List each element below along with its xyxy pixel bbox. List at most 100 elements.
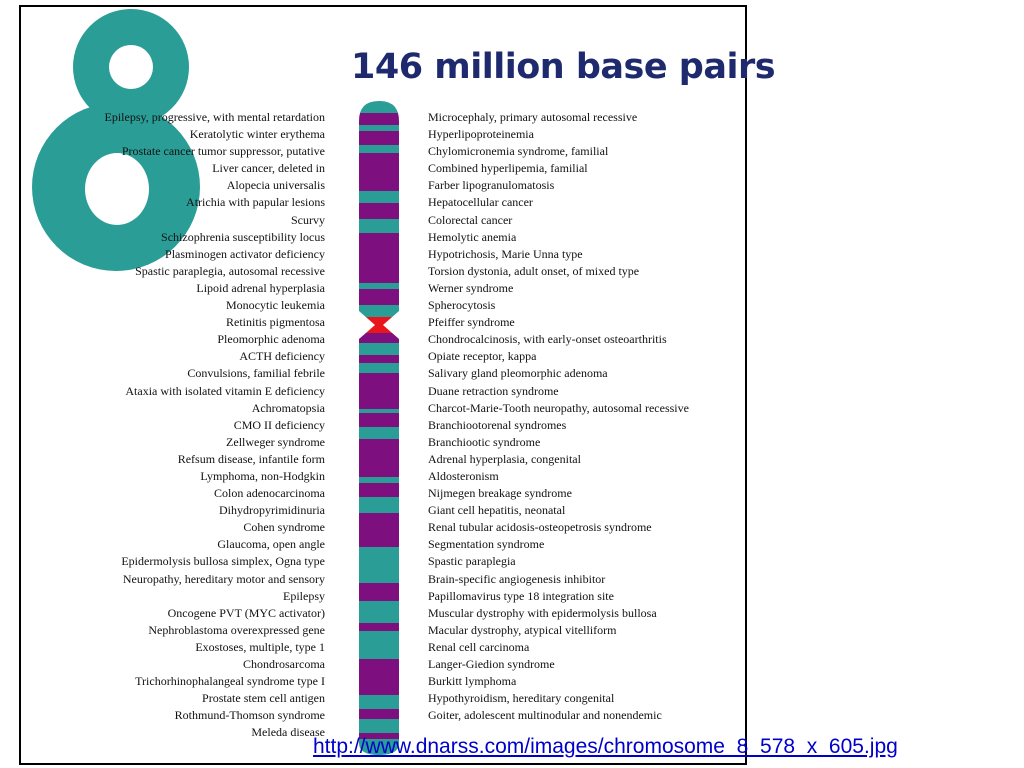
- chromosome-ideogram: [359, 101, 399, 755]
- left-gene-label: Scurvy: [291, 212, 325, 227]
- right-gene-label: Hemolytic anemia: [428, 229, 517, 244]
- left-gene-label: Prostate stem cell antigen: [202, 691, 325, 706]
- chromosome-band: [359, 219, 399, 233]
- left-gene-label: CMO II deficiency: [233, 417, 325, 432]
- left-gene-label: Epilepsy: [283, 588, 325, 603]
- right-gene-label: Giant cell hepatitis, neonatal: [428, 503, 566, 518]
- left-gene-label: Lymphoma, non-Hodgkin: [200, 468, 325, 483]
- chromosome-band: [359, 623, 399, 631]
- right-gene-label: Goiter, adolescent multinodular and none…: [428, 708, 662, 723]
- right-gene-label: Hepatocellular cancer: [428, 195, 533, 210]
- chromosome-band: [359, 333, 399, 343]
- left-gene-label: Rothmund-Thomson syndrome: [174, 708, 325, 723]
- chromosome-band: [359, 739, 399, 755]
- centromere-band: [359, 317, 399, 333]
- chromosome-band: [359, 305, 399, 317]
- chromosome-band: [359, 483, 399, 497]
- chromosome-band: [359, 153, 399, 191]
- chromosome-band: [359, 513, 399, 547]
- left-gene-label: Prostate cancer tumor suppressor, putati…: [121, 144, 325, 159]
- right-gene-label: Adrenal hyperplasia, congenital: [428, 451, 581, 466]
- right-gene-label: Renal tubular acidosis-osteopetrosis syn…: [428, 520, 652, 535]
- left-gene-label: Refsum disease, infantile form: [177, 451, 325, 466]
- chromosome-band: [359, 413, 399, 427]
- chromosome-band: [359, 601, 399, 623]
- right-gene-label: Werner syndrome: [428, 280, 514, 295]
- right-gene-label: Hypothyroidism, hereditary congenital: [428, 691, 615, 706]
- page-title: 146 million base pairs: [351, 47, 776, 87]
- number-eight-graphic: 8: [32, 9, 200, 271]
- right-gene-list: Microcephaly, primary autosomal recessiv…: [428, 109, 689, 724]
- left-gene-label: Epidermolysis bullosa simplex, Ogna type: [121, 554, 325, 569]
- right-gene-label: Spastic paraplegia: [428, 554, 516, 569]
- chromosome-band: [359, 203, 399, 219]
- chromosome-band: [359, 145, 399, 153]
- chromosome-band: [359, 427, 399, 439]
- right-gene-label: Salivary gland pleomorphic adenoma: [428, 366, 608, 381]
- left-gene-label: Epilepsy, progressive, with mental retar…: [104, 110, 326, 124]
- left-gene-label: Trichorhinophalangeal syndrome type I: [135, 674, 325, 689]
- left-gene-label: Achromatopsia: [251, 400, 325, 415]
- chromosome-band: [359, 289, 399, 305]
- right-gene-label: Branchiootic syndrome: [428, 434, 541, 449]
- left-gene-label: Neuropathy, hereditary motor and sensory: [122, 571, 325, 586]
- left-gene-label: Convulsions, familial febrile: [187, 366, 325, 381]
- chromosome-band: [359, 233, 399, 283]
- left-gene-label: Lipoid adrenal hyperplasia: [196, 280, 325, 295]
- left-gene-label: Alopecia universalis: [226, 178, 325, 193]
- chromosome-band: [359, 709, 399, 719]
- chromosome-band: [359, 283, 399, 289]
- left-gene-label: Glaucoma, open angle: [217, 537, 325, 552]
- chromosome-band: [359, 125, 399, 131]
- right-gene-label: Nijmegen breakage syndrome: [428, 486, 572, 501]
- chromosome-band: [359, 113, 399, 125]
- right-gene-label: Farber lipogranulomatosis: [428, 178, 555, 193]
- right-gene-label: Opiate receptor, kappa: [428, 349, 537, 364]
- left-gene-label: Cohen syndrome: [243, 520, 325, 535]
- source-url-link[interactable]: http://www.dnarss.com/images/chromosome_…: [313, 735, 898, 758]
- chromosome-band: [359, 191, 399, 203]
- right-gene-label: Papillomavirus type 18 integration site: [428, 588, 614, 603]
- left-gene-label: Zellweger syndrome: [226, 434, 325, 449]
- chromosome-band: [359, 355, 399, 363]
- chromosome-band: [359, 719, 399, 733]
- right-gene-label: Charcot-Marie-Tooth neuropathy, autosoma…: [428, 400, 689, 415]
- left-gene-label: Pleomorphic adenoma: [217, 332, 325, 347]
- chromosome-figure: 8 146 million base pairs Epilepsy, progr…: [19, 5, 776, 765]
- right-gene-label: Hypotrichosis, Marie Unna type: [428, 246, 583, 261]
- left-gene-label: Spastic paraplegia, autosomal recessive: [135, 263, 325, 278]
- chromosome-band: [359, 363, 399, 373]
- left-gene-label: Ataxia with isolated vitamin E deficienc…: [125, 383, 325, 398]
- right-gene-label: Chylomicronemia syndrome, familial: [428, 144, 609, 159]
- chromosome-band: [359, 695, 399, 709]
- right-gene-label: Colorectal cancer: [428, 212, 513, 227]
- chromosome-bands: [359, 101, 399, 755]
- left-gene-label: ACTH deficiency: [239, 349, 325, 364]
- left-gene-list: Epilepsy, progressive, with mental retar…: [105, 109, 326, 741]
- right-gene-label: Pfeiffer syndrome: [428, 315, 515, 330]
- chromosome-band: [359, 101, 399, 113]
- right-gene-label: Brain-specific angiogenesis inhibitor: [428, 571, 606, 586]
- right-gene-label: Burkitt lymphoma: [428, 674, 517, 689]
- left-gene-label: Chondrosarcoma: [243, 657, 325, 671]
- right-gene-label: Langer-Giedion syndrome: [428, 657, 555, 671]
- right-gene-label: Hyperlipoproteinemia: [428, 127, 534, 142]
- right-gene-label: Combined hyperlipemia, familial: [428, 161, 588, 176]
- chromosome-band: [359, 631, 399, 659]
- left-gene-label: Colon adenocarcinoma: [214, 486, 325, 501]
- left-gene-label: Nephroblastoma overexpressed gene: [148, 622, 325, 637]
- left-gene-label: Exostoses, multiple, type 1: [195, 639, 325, 654]
- chromosome-band: [359, 547, 399, 583]
- right-gene-label: Torsion dystonia, adult onset, of mixed …: [428, 263, 640, 278]
- chromosome-band: [359, 343, 399, 355]
- chromosome-band: [359, 477, 399, 483]
- left-gene-label: Plasminogen activator deficiency: [165, 246, 325, 261]
- right-gene-label: Spherocytosis: [428, 298, 496, 313]
- right-gene-label: Microcephaly, primary autosomal recessiv…: [428, 110, 638, 124]
- chromosome-band: [359, 131, 399, 145]
- eight-shape: [32, 9, 200, 271]
- left-gene-label: Dihydropyrimidinuria: [219, 503, 325, 518]
- chromosome-band: [359, 497, 399, 513]
- right-gene-label: Chondrocalcinosis, with early-onset oste…: [428, 332, 667, 347]
- right-gene-label: Renal cell carcinoma: [428, 639, 530, 654]
